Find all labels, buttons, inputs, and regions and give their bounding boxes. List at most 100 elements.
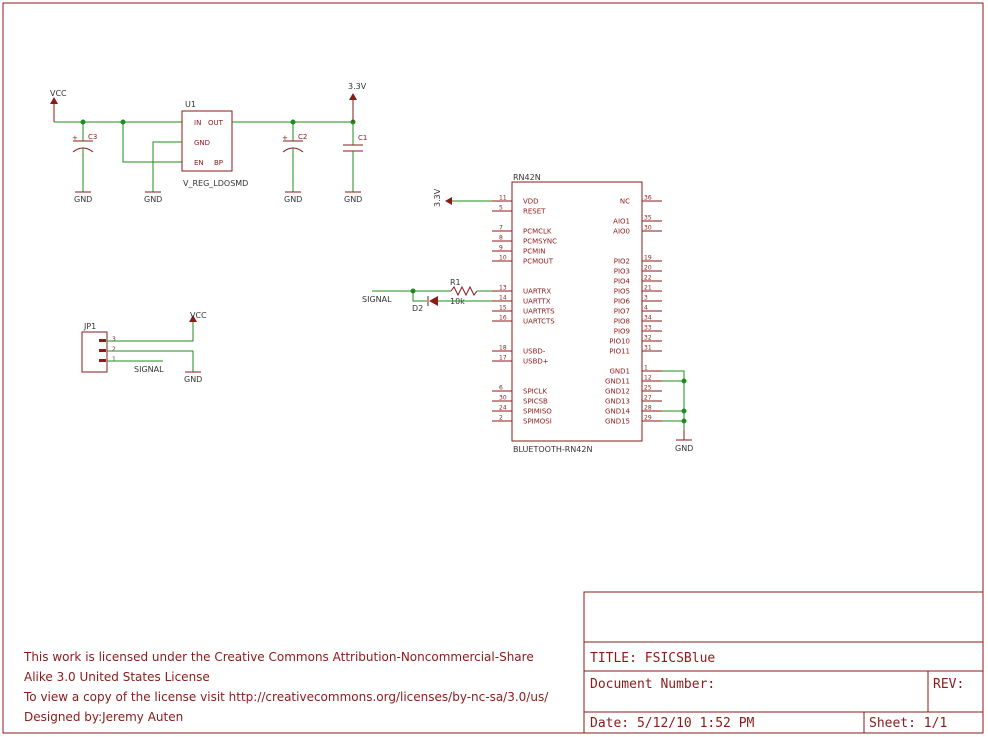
- svg-text:GND12: GND12: [605, 388, 630, 396]
- svg-text:PCMSYNC: PCMSYNC: [523, 238, 557, 246]
- svg-text:PCMIN: PCMIN: [523, 248, 545, 256]
- svg-text:GND13: GND13: [605, 398, 630, 406]
- signal-net-label: SIGNAL: [362, 295, 392, 304]
- license-block: This work is licensed under the Creative…: [23, 650, 549, 724]
- svg-text:27: 27: [644, 395, 652, 402]
- svg-text:9: 9: [499, 245, 503, 252]
- svg-text:10: 10: [499, 255, 507, 262]
- vcc-symbol-jp1: VCC: [189, 311, 207, 322]
- r1-refdes: R1: [450, 278, 461, 287]
- jp1-vcc-wire: [107, 322, 194, 342]
- rn42n-pin-pcmin: 9 PCMIN: [492, 245, 545, 256]
- svg-text:19: 19: [644, 255, 652, 262]
- gnd-symbol-c1: GND: [344, 191, 362, 204]
- document-number-field: Document Number:: [590, 677, 715, 692]
- v33-symbol-top: 3.3V: [348, 82, 367, 122]
- svg-text:3: 3: [644, 295, 648, 302]
- rn42n-pin-uartcts: 16 UARTCTS: [492, 315, 555, 326]
- rn42n-right-pins: 36NC35AIO130AIO019PIO220PIO322PIO421PIO5…: [605, 195, 662, 426]
- svg-text:VDD: VDD: [523, 198, 539, 206]
- c3-label: C3: [88, 133, 97, 141]
- svg-text:GND: GND: [284, 195, 302, 204]
- capacitor-c2: + C2: [282, 122, 307, 192]
- svg-text:1: 1: [112, 356, 116, 363]
- svg-text:PIO10: PIO10: [609, 338, 630, 346]
- rn42n-pin-gnd13: 27 GND13: [605, 395, 662, 406]
- rn42n-pin-gnd15: 29 GND15: [605, 415, 662, 426]
- svg-text:17: 17: [499, 355, 507, 362]
- svg-text:NC: NC: [620, 198, 630, 206]
- svg-text:GND: GND: [184, 375, 202, 384]
- svg-text:12: 12: [644, 375, 652, 382]
- gnd-symbol-u1: GND: [144, 191, 162, 204]
- license-line-2: Alike 3.0 United States License: [24, 670, 210, 684]
- title-block: TITLE: FSICSBlue Document Number: REV: D…: [583, 591, 984, 734]
- svg-text:IN: IN: [194, 119, 201, 127]
- regulator-u1: U1 IN OUT GND EN BP V_REG_LDOSMD: [181, 100, 248, 188]
- capacitor-c1: C1: [343, 122, 367, 192]
- svg-text:35: 35: [644, 215, 652, 222]
- svg-text:SPIMOSI: SPIMOSI: [523, 418, 552, 426]
- svg-text:EN: EN: [194, 159, 204, 167]
- c2-label: C2: [298, 133, 307, 141]
- svg-text:AIO0: AIO0: [613, 228, 630, 236]
- svg-text:16: 16: [499, 315, 507, 322]
- jp1-gnd-wire: [107, 350, 194, 372]
- jp1-signal-label: SIGNAL: [134, 365, 164, 374]
- svg-text:34: 34: [644, 315, 652, 322]
- svg-text:GND: GND: [194, 139, 210, 147]
- c1-label: C1: [358, 134, 367, 142]
- svg-text:GND: GND: [675, 444, 693, 453]
- rn42n-value: BLUETOOTH-RN42N: [513, 445, 592, 454]
- svg-text:8: 8: [499, 235, 503, 242]
- svg-text:UARTCTS: UARTCTS: [523, 318, 555, 326]
- gnd-symbol-c3: GND: [74, 191, 92, 204]
- svg-text:PCMCLK: PCMCLK: [523, 228, 552, 236]
- svg-text:GND: GND: [144, 195, 162, 204]
- svg-text:22: 22: [644, 275, 652, 282]
- svg-text:5: 5: [499, 205, 503, 212]
- svg-text:14: 14: [499, 295, 507, 302]
- svg-text:GND: GND: [74, 195, 92, 204]
- rn42n-refdes: RN42N: [513, 173, 541, 182]
- svg-text:28: 28: [644, 405, 652, 412]
- svg-text:29: 29: [644, 415, 652, 422]
- svg-text:31: 31: [644, 345, 652, 352]
- diode-d2: D2: [412, 296, 438, 313]
- rn42n-pin-pcmsync: 8 PCMSYNC: [492, 235, 557, 246]
- jp1-refdes: JP1: [83, 322, 96, 331]
- svg-text:SPIMISO: SPIMISO: [523, 408, 552, 416]
- d2-refdes: D2: [412, 304, 423, 313]
- enable-wire: [122, 122, 182, 163]
- svg-text:PIO2: PIO2: [614, 258, 630, 266]
- junction-gnd14: [681, 408, 687, 414]
- license-line-4: Designed by:Jeremy Auten: [24, 710, 183, 724]
- date-field: Date: 5/12/10 1:52 PM: [590, 716, 755, 731]
- svg-text:PIO5: PIO5: [614, 288, 630, 296]
- svg-text:PIO7: PIO7: [614, 308, 630, 316]
- svg-text:BP: BP: [214, 159, 223, 167]
- rn42n-pin-pio2: 19 PIO2: [614, 255, 662, 266]
- svg-text:SPICSB: SPICSB: [523, 398, 548, 406]
- svg-text:3.3V: 3.3V: [348, 82, 367, 91]
- svg-text:AIO1: AIO1: [613, 218, 630, 226]
- svg-text:GND15: GND15: [605, 418, 630, 426]
